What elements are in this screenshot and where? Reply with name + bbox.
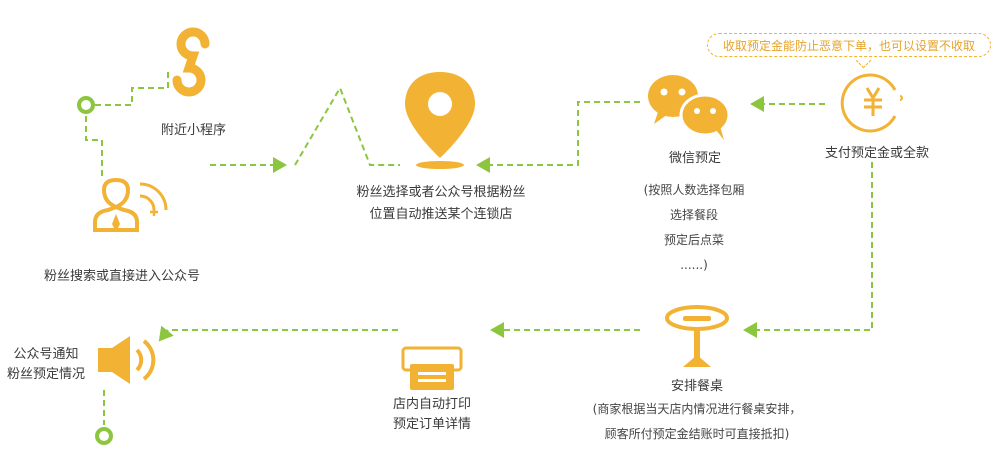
table-icon — [665, 305, 729, 367]
arrange-table-label: 安排餐桌 — [670, 379, 723, 394]
notify-label: 公众号通知 粉丝预定情况 — [2, 346, 90, 384]
wechat-icon — [648, 75, 731, 140]
connector-print-to-notify — [158, 325, 398, 342]
pay-label: 支付预定金或全款 — [824, 146, 929, 161]
notify-line2: 粉丝预定情况 — [6, 367, 85, 382]
connector-wechat-to-push — [476, 101, 640, 173]
print-line2: 预定订单详情 — [392, 417, 471, 432]
mini-program-icon — [172, 27, 210, 97]
pay-note: 收取预定金能防止恶意下单，也可以设置不收取 — [707, 33, 991, 57]
print-line1: 店内自动打印 — [392, 397, 471, 412]
connector-start-down — [85, 116, 103, 180]
push-store-line2: 位置自动推送某个连锁店 — [369, 207, 513, 222]
arrange-detail-2: 顾客所付预定金结账时可直接抵扣) — [604, 427, 790, 441]
wechat-booking-label: 微信预定 — [668, 151, 721, 166]
speaker-icon — [98, 336, 156, 384]
connector-peak — [294, 85, 400, 166]
yen-icon — [840, 73, 903, 133]
push-store-line1: 粉丝选择或者公众号根据粉丝 — [356, 185, 526, 200]
wechat-detail-4: ......) — [680, 258, 708, 272]
print-label: 店内自动打印 预定订单详情 — [381, 396, 483, 434]
connector-pay-to-table — [743, 162, 873, 338]
printer-icon — [401, 346, 463, 390]
arrange-table-detail: (商家根据当天店内情况进行餐桌安排， 顾客所付预定金结账时可直接抵扣) — [574, 401, 820, 443]
start-node — [77, 96, 95, 114]
connector-start-to-mini — [95, 72, 169, 106]
notify-line1: 公众号通知 — [13, 347, 79, 362]
wechat-detail-1: (按照人数选择包厢 — [643, 183, 745, 197]
arrange-detail-1: (商家根据当天店内情况进行餐桌安排， — [592, 402, 802, 416]
wechat-booking-detail: (按照人数选择包厢 选择餐段 预定后点菜 ......) — [620, 182, 768, 274]
end-node — [95, 427, 113, 445]
location-pin-icon — [405, 72, 475, 169]
user-add-icon — [93, 177, 168, 232]
wechat-detail-3: 预定后点菜 — [663, 233, 724, 247]
push-store-label: 粉丝选择或者公众号根据粉丝 位置自动推送某个连锁店 — [332, 184, 550, 224]
wechat-detail-2: 选择餐段 — [669, 208, 718, 222]
fan-search-label: 粉丝搜索或直接进入公众号 — [44, 269, 201, 284]
mini-program-label: 附近小程序 — [161, 123, 227, 138]
